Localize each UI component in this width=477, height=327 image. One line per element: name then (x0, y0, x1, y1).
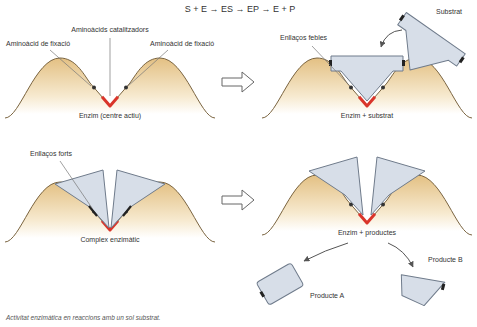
substrate-part (111, 170, 165, 228)
enzyme-products (262, 157, 472, 245)
product-part (309, 157, 363, 215)
substrate-part (55, 170, 109, 228)
part-label: Aminoàcid de fixació (6, 40, 70, 48)
part-label: Complex enzimàtic (80, 236, 139, 244)
substrate-shape (329, 56, 405, 101)
leader-line (128, 50, 168, 86)
part-label: Enzim + substrat (341, 112, 393, 120)
leader-line (60, 161, 92, 208)
part-label: Aminoàcid de fixació (150, 40, 214, 48)
leader-line (312, 46, 349, 85)
release-arrow (388, 243, 413, 267)
leader-line (110, 38, 111, 96)
reaction-title: S + E → ES → EP → E + P (185, 4, 295, 15)
strong-bond (89, 206, 131, 216)
part-label: Substrat (436, 8, 462, 16)
product-a-shape (254, 263, 303, 307)
enzyme-shape (262, 175, 472, 245)
enzyme-complex (5, 170, 215, 252)
substrate-shape (379, 11, 467, 91)
step-arrow (222, 72, 254, 92)
enzyme-shape (5, 182, 215, 252)
part-label: Enzim + productes (338, 229, 396, 237)
part-label: Enllaços febles (280, 34, 327, 42)
figure-caption: Activitat enzimàtica en reaccions amb un… (6, 314, 161, 322)
part-label: Aminoàcids catalitzadors (71, 26, 148, 34)
product-b-shape (395, 271, 446, 310)
release-arrow (304, 243, 348, 261)
part-label: Producte B (428, 256, 463, 264)
leader-line (50, 50, 91, 86)
part-label: Enzim (centre actiu) (79, 112, 141, 120)
step-arrow (222, 190, 254, 210)
approach-arrow (381, 30, 402, 47)
part-label: Producte A (310, 292, 344, 300)
product-part (371, 157, 425, 215)
part-label: Enllaços forts (30, 150, 72, 158)
